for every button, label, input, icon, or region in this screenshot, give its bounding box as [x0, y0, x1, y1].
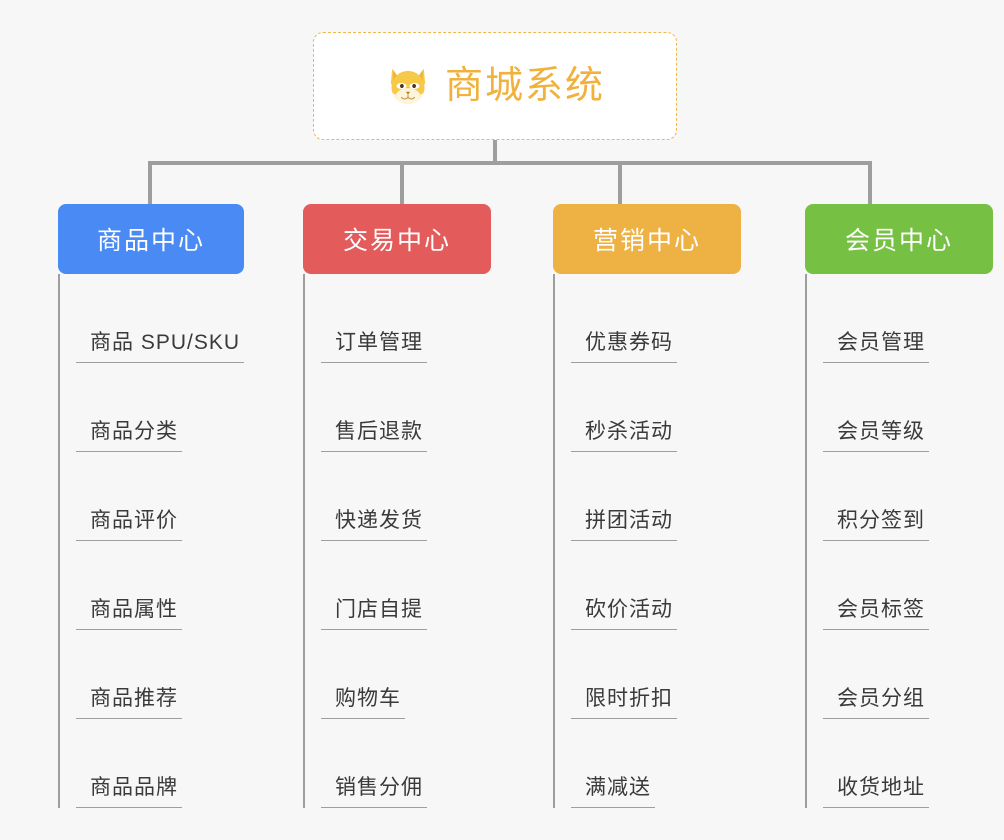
list-item[interactable]: 订单管理: [321, 274, 502, 363]
root-node-mall-system[interactable]: 商城系统: [313, 32, 677, 140]
root-node-title: 商城系统: [444, 65, 605, 107]
list-item[interactable]: 商品分类: [76, 363, 251, 452]
category-label: 交易中心: [342, 227, 451, 255]
list-item[interactable]: 门店自提: [321, 541, 502, 630]
shiba-dog-icon: [390, 68, 426, 106]
list-item-label: 商品 SPU/SKU: [76, 330, 245, 363]
item-list-marketing-center: 优惠券码 秒杀活动 拼团活动 砍价活动 限时折扣 满减送: [553, 274, 753, 808]
list-item[interactable]: 积分签到: [823, 452, 1004, 541]
list-item[interactable]: 限时折扣: [571, 630, 753, 719]
list-item[interactable]: 商品评价: [76, 452, 251, 541]
list-item-label: 会员标签: [823, 597, 929, 630]
list-item-label: 秒杀活动: [571, 419, 677, 452]
list-item-label: 会员分组: [823, 686, 929, 719]
list-item-label: 限时折扣: [571, 686, 677, 719]
list-item-label: 优惠券码: [571, 330, 677, 363]
list-item-label: 购物车: [321, 686, 405, 719]
column-product-center: 商品中心 商品 SPU/SKU 商品分类 商品评价 商品属性 商品推荐 商品品牌: [0, 204, 251, 808]
list-item[interactable]: 秒杀活动: [571, 363, 753, 452]
list-item[interactable]: 会员等级: [823, 363, 1004, 452]
list-item-label: 会员管理: [823, 330, 929, 363]
category-label: 会员中心: [844, 227, 953, 255]
list-item[interactable]: 满减送: [571, 719, 753, 808]
list-item-label: 商品评价: [76, 508, 182, 541]
column-marketing-center: 营销中心 优惠券码 秒杀活动 拼团活动 砍价活动 限时折扣 满减送: [502, 204, 753, 808]
list-item[interactable]: 购物车: [321, 630, 502, 719]
list-item-label: 积分签到: [823, 508, 929, 541]
list-item-label: 门店自提: [321, 597, 427, 630]
list-item-label: 商品属性: [76, 597, 182, 630]
list-item[interactable]: 收货地址: [823, 719, 1004, 808]
list-item[interactable]: 快递发货: [321, 452, 502, 541]
list-item-label: 满减送: [571, 775, 655, 808]
list-item[interactable]: 商品 SPU/SKU: [76, 274, 251, 363]
list-item-label: 拼团活动: [571, 508, 677, 541]
list-item[interactable]: 销售分佣: [321, 719, 502, 808]
list-item[interactable]: 会员分组: [823, 630, 1004, 719]
list-item-label: 销售分佣: [321, 775, 427, 808]
list-item[interactable]: 拼团活动: [571, 452, 753, 541]
list-item-label: 商品分类: [76, 419, 182, 452]
list-item[interactable]: 商品推荐: [76, 630, 251, 719]
item-list-trade-center: 订单管理 售后退款 快递发货 门店自提 购物车 销售分佣: [303, 274, 502, 808]
category-label: 商品中心: [96, 227, 205, 255]
category-columns: 商品中心 商品 SPU/SKU 商品分类 商品评价 商品属性 商品推荐 商品品牌…: [0, 204, 1004, 808]
category-label: 营销中心: [592, 227, 701, 255]
category-box-member-center[interactable]: 会员中心: [805, 204, 993, 274]
list-item[interactable]: 优惠券码: [571, 274, 753, 363]
list-item-label: 商品品牌: [76, 775, 182, 808]
list-item-label: 会员等级: [823, 419, 929, 452]
column-trade-center: 交易中心 订单管理 售后退款 快递发货 门店自提 购物车 销售分佣: [251, 204, 502, 808]
list-item-label: 售后退款: [321, 419, 427, 452]
category-box-product-center[interactable]: 商品中心: [58, 204, 244, 274]
list-item[interactable]: 会员管理: [823, 274, 1004, 363]
list-item[interactable]: 商品属性: [76, 541, 251, 630]
list-item-label: 收货地址: [823, 775, 929, 808]
list-item-label: 订单管理: [321, 330, 427, 363]
column-member-center: 会员中心 会员管理 会员等级 积分签到 会员标签 会员分组 收货地址: [753, 204, 1004, 808]
item-list-product-center: 商品 SPU/SKU 商品分类 商品评价 商品属性 商品推荐 商品品牌: [58, 274, 251, 808]
item-list-member-center: 会员管理 会员等级 积分签到 会员标签 会员分组 收货地址: [805, 274, 1004, 808]
category-box-trade-center[interactable]: 交易中心: [303, 204, 491, 274]
list-item[interactable]: 砍价活动: [571, 541, 753, 630]
list-item[interactable]: 会员标签: [823, 541, 1004, 630]
category-box-marketing-center[interactable]: 营销中心: [553, 204, 741, 274]
list-item-label: 砍价活动: [571, 597, 677, 630]
list-item[interactable]: 商品品牌: [76, 719, 251, 808]
list-item[interactable]: 售后退款: [321, 363, 502, 452]
list-item-label: 商品推荐: [76, 686, 182, 719]
list-item-label: 快递发货: [321, 508, 427, 541]
